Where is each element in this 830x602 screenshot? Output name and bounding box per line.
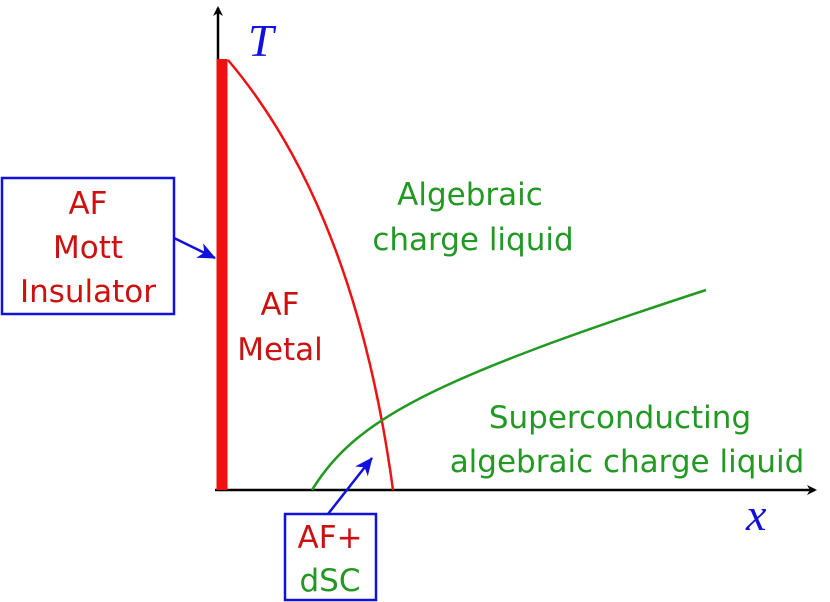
sc-line-2: algebraic charge liquid: [450, 444, 805, 480]
af-metal-line-1: AF: [260, 287, 299, 323]
mott-line-3: Insulator: [20, 274, 156, 310]
algebraic-line-1: Algebraic: [397, 177, 543, 213]
af-metal-label: AF Metal: [237, 287, 323, 368]
mott-callout-arrow: [173, 236, 216, 260]
af-dsc-line-2: dSC: [299, 563, 360, 599]
mott-line-2: Mott: [53, 230, 123, 266]
af-dsc-line-1: AF+: [297, 520, 362, 556]
af-dsc-callout-arrow: [327, 457, 373, 515]
af-metal-line-2: Metal: [237, 332, 323, 368]
mott-insulator-callout: AF Mott Insulator: [0, 176, 216, 316]
mott-line-1: AF: [68, 186, 107, 222]
y-axis-label: T: [248, 15, 277, 66]
af-dsc-callout-box: [283, 512, 378, 602]
algebraic-line-2: charge liquid: [372, 222, 573, 258]
x-axis-label: x: [745, 489, 767, 540]
sc-line-1: Superconducting: [489, 400, 751, 436]
sc-phase-boundary: [310, 288, 707, 491]
algebraic-liquid-label: Algebraic charge liquid: [372, 177, 573, 258]
af-phase-boundary: [227, 59, 395, 491]
sc-liquid-label: Superconducting algebraic charge liquid: [450, 400, 805, 480]
mott-callout-box: [0, 176, 176, 316]
af-dsc-callout: AF+ dSC: [283, 457, 378, 602]
